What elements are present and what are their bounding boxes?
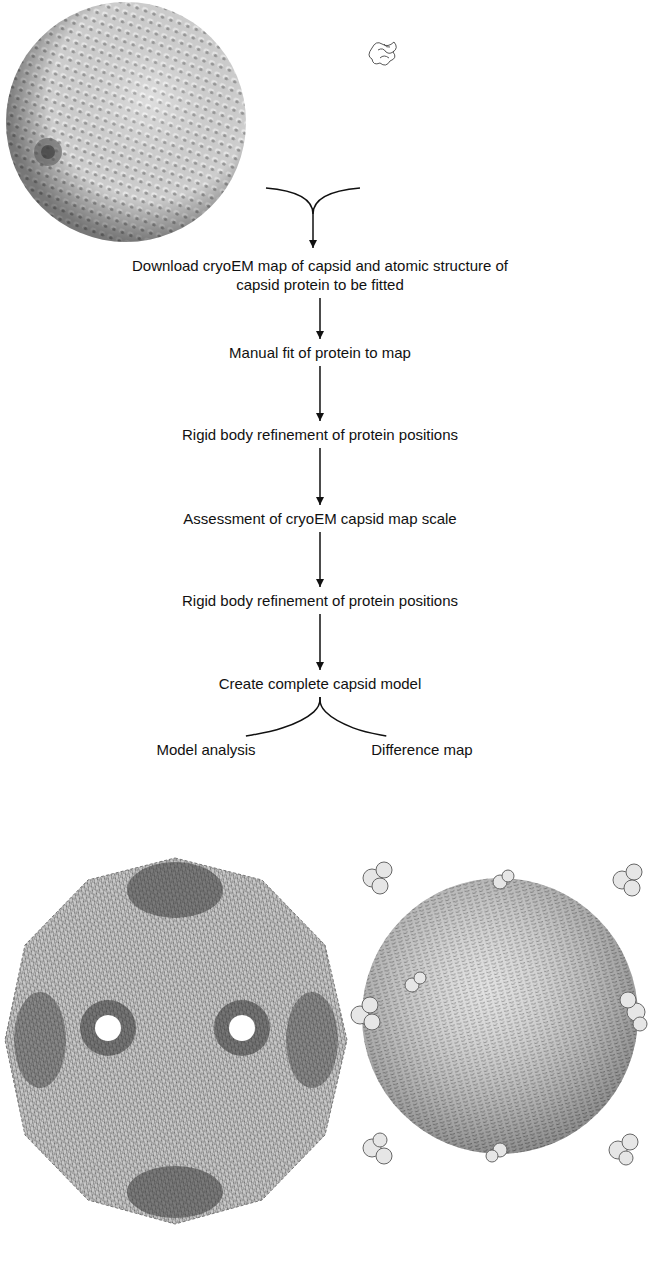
difference-map bbox=[372, 878, 388, 894]
merge-arrow bbox=[312, 214, 314, 248]
flow-arrow bbox=[319, 366, 321, 421]
step-text: Manual fit of protein to map bbox=[229, 343, 411, 362]
difference-map bbox=[633, 1017, 647, 1031]
protein-structure bbox=[369, 42, 396, 65]
protein-structure bbox=[369, 42, 396, 65]
difference-map bbox=[351, 862, 647, 1165]
capsid-map bbox=[6, 2, 246, 242]
process-step: Download cryoEM map of capsid and atomic… bbox=[116, 254, 524, 296]
difference-map bbox=[622, 1134, 638, 1150]
process-step: Model analysis bbox=[152, 738, 259, 761]
difference-map bbox=[414, 972, 426, 984]
flow-arrow bbox=[319, 298, 321, 339]
merge-arrow bbox=[266, 188, 360, 248]
difference-map bbox=[364, 1014, 380, 1030]
difference-map bbox=[626, 864, 642, 880]
step-text: Rigid body refinement of protein positio… bbox=[182, 425, 458, 444]
capsid-model bbox=[127, 862, 223, 918]
process-step: Rigid body refinement of protein positio… bbox=[178, 589, 462, 612]
difference-map bbox=[362, 878, 638, 1154]
step-text: Rigid body refinement of protein positio… bbox=[182, 591, 458, 610]
difference-map bbox=[376, 1148, 392, 1164]
capsid-map bbox=[34, 138, 62, 166]
flow-arrow bbox=[319, 532, 321, 587]
difference-map bbox=[624, 880, 640, 896]
difference-map bbox=[502, 870, 514, 882]
difference-map bbox=[620, 992, 636, 1008]
capsid-model bbox=[127, 1166, 223, 1218]
capsid-model bbox=[5, 858, 347, 1224]
capsid-model bbox=[229, 1015, 255, 1041]
capsid-model bbox=[214, 1000, 270, 1056]
flow-arrow bbox=[246, 697, 320, 736]
difference-map bbox=[373, 1133, 387, 1147]
difference-map bbox=[351, 862, 647, 1165]
capsid-model bbox=[286, 992, 338, 1088]
merge-arrow bbox=[313, 188, 360, 214]
process-step: Manual fit of protein to map bbox=[225, 341, 415, 364]
difference-map bbox=[362, 997, 378, 1013]
merge-arrow bbox=[266, 188, 313, 214]
process-step: Assessment of cryoEM capsid map scale bbox=[179, 507, 460, 530]
step-text: Download cryoEM map of capsid and atomic… bbox=[120, 256, 520, 294]
difference-map bbox=[486, 1150, 498, 1162]
capsid-model bbox=[5, 858, 347, 1224]
step-text: Difference map bbox=[371, 740, 472, 759]
flow-arrow bbox=[320, 697, 386, 736]
capsid-model bbox=[14, 992, 66, 1088]
capsid-map bbox=[41, 145, 55, 159]
step-text: Model analysis bbox=[156, 740, 255, 759]
flow-arrow bbox=[319, 614, 321, 670]
process-step: Create complete capsid model bbox=[215, 672, 426, 695]
capsid-model bbox=[80, 1000, 136, 1056]
capsid-map bbox=[6, 2, 246, 242]
step-text: Assessment of cryoEM capsid map scale bbox=[183, 509, 456, 528]
step-text: Create complete capsid model bbox=[219, 674, 422, 693]
flow-arrow bbox=[319, 448, 321, 505]
difference-map bbox=[362, 878, 638, 1154]
protein-structure bbox=[378, 44, 394, 58]
capsid-map bbox=[6, 2, 246, 242]
difference-map bbox=[619, 1151, 633, 1165]
process-step: Rigid body refinement of protein positio… bbox=[178, 423, 462, 446]
difference-map bbox=[376, 862, 392, 878]
capsid-model bbox=[95, 1015, 121, 1041]
process-step: Difference map bbox=[367, 738, 476, 761]
